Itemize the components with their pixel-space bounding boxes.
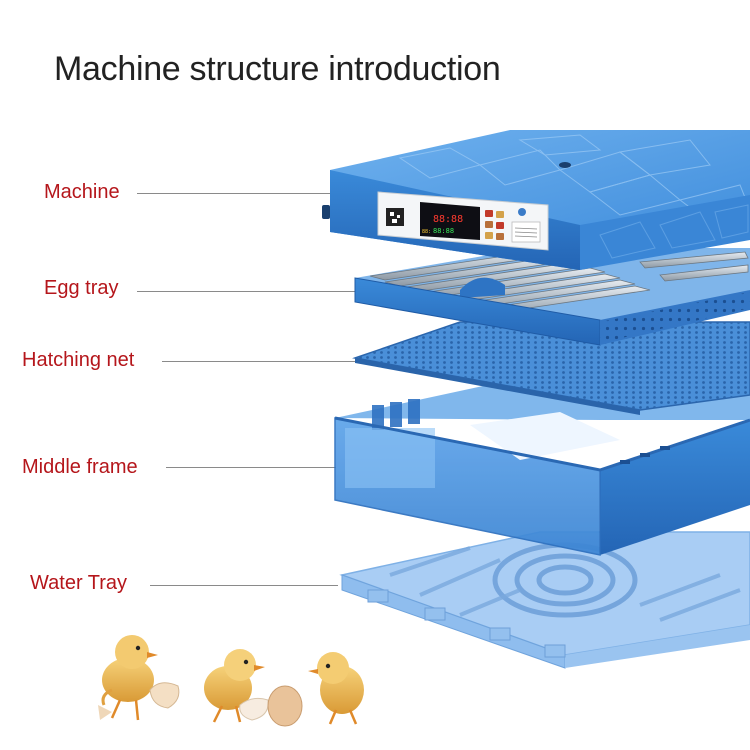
label-hatching-net: Hatching net <box>22 349 135 371</box>
chicks-illustration <box>98 635 364 727</box>
chick-icon <box>101 635 158 721</box>
qr-code-icon <box>386 208 404 226</box>
leader-hatching-net <box>162 361 362 362</box>
chick-icon <box>204 649 265 723</box>
egg-tray-part <box>354 248 750 346</box>
leader-egg-tray <box>137 291 357 292</box>
label-middle-frame: Middle frame <box>22 456 138 478</box>
lcd-small-digits: 88:88 <box>433 227 454 235</box>
page-title: Machine structure introduction <box>54 50 501 88</box>
vent-hole <box>559 162 571 168</box>
lcd-screen <box>420 202 480 240</box>
label-water-tray: Water Tray <box>30 572 128 594</box>
lcd-main-digits: 88:88 <box>433 214 463 225</box>
control-buttons[interactable] <box>485 210 504 240</box>
label-machine: Machine <box>44 181 120 203</box>
leader-middle-frame <box>166 467 336 468</box>
label-egg-tray: Egg tray <box>44 277 119 299</box>
eggshell-icon <box>98 682 180 720</box>
leader-water-tray <box>150 585 338 586</box>
leader-machine <box>137 193 330 194</box>
middle-frame-part <box>334 378 750 556</box>
water-tray-part <box>339 531 750 669</box>
side-handle <box>322 205 330 219</box>
chick-icon <box>308 652 364 725</box>
machine-part: 88:88 88:88 88: <box>322 130 750 270</box>
power-icon <box>518 208 526 216</box>
hatching-net-part <box>352 321 750 415</box>
egg-icon <box>267 685 303 727</box>
lcd-tiny-digits: 88: <box>422 229 431 235</box>
eggshell-icon <box>239 697 269 721</box>
